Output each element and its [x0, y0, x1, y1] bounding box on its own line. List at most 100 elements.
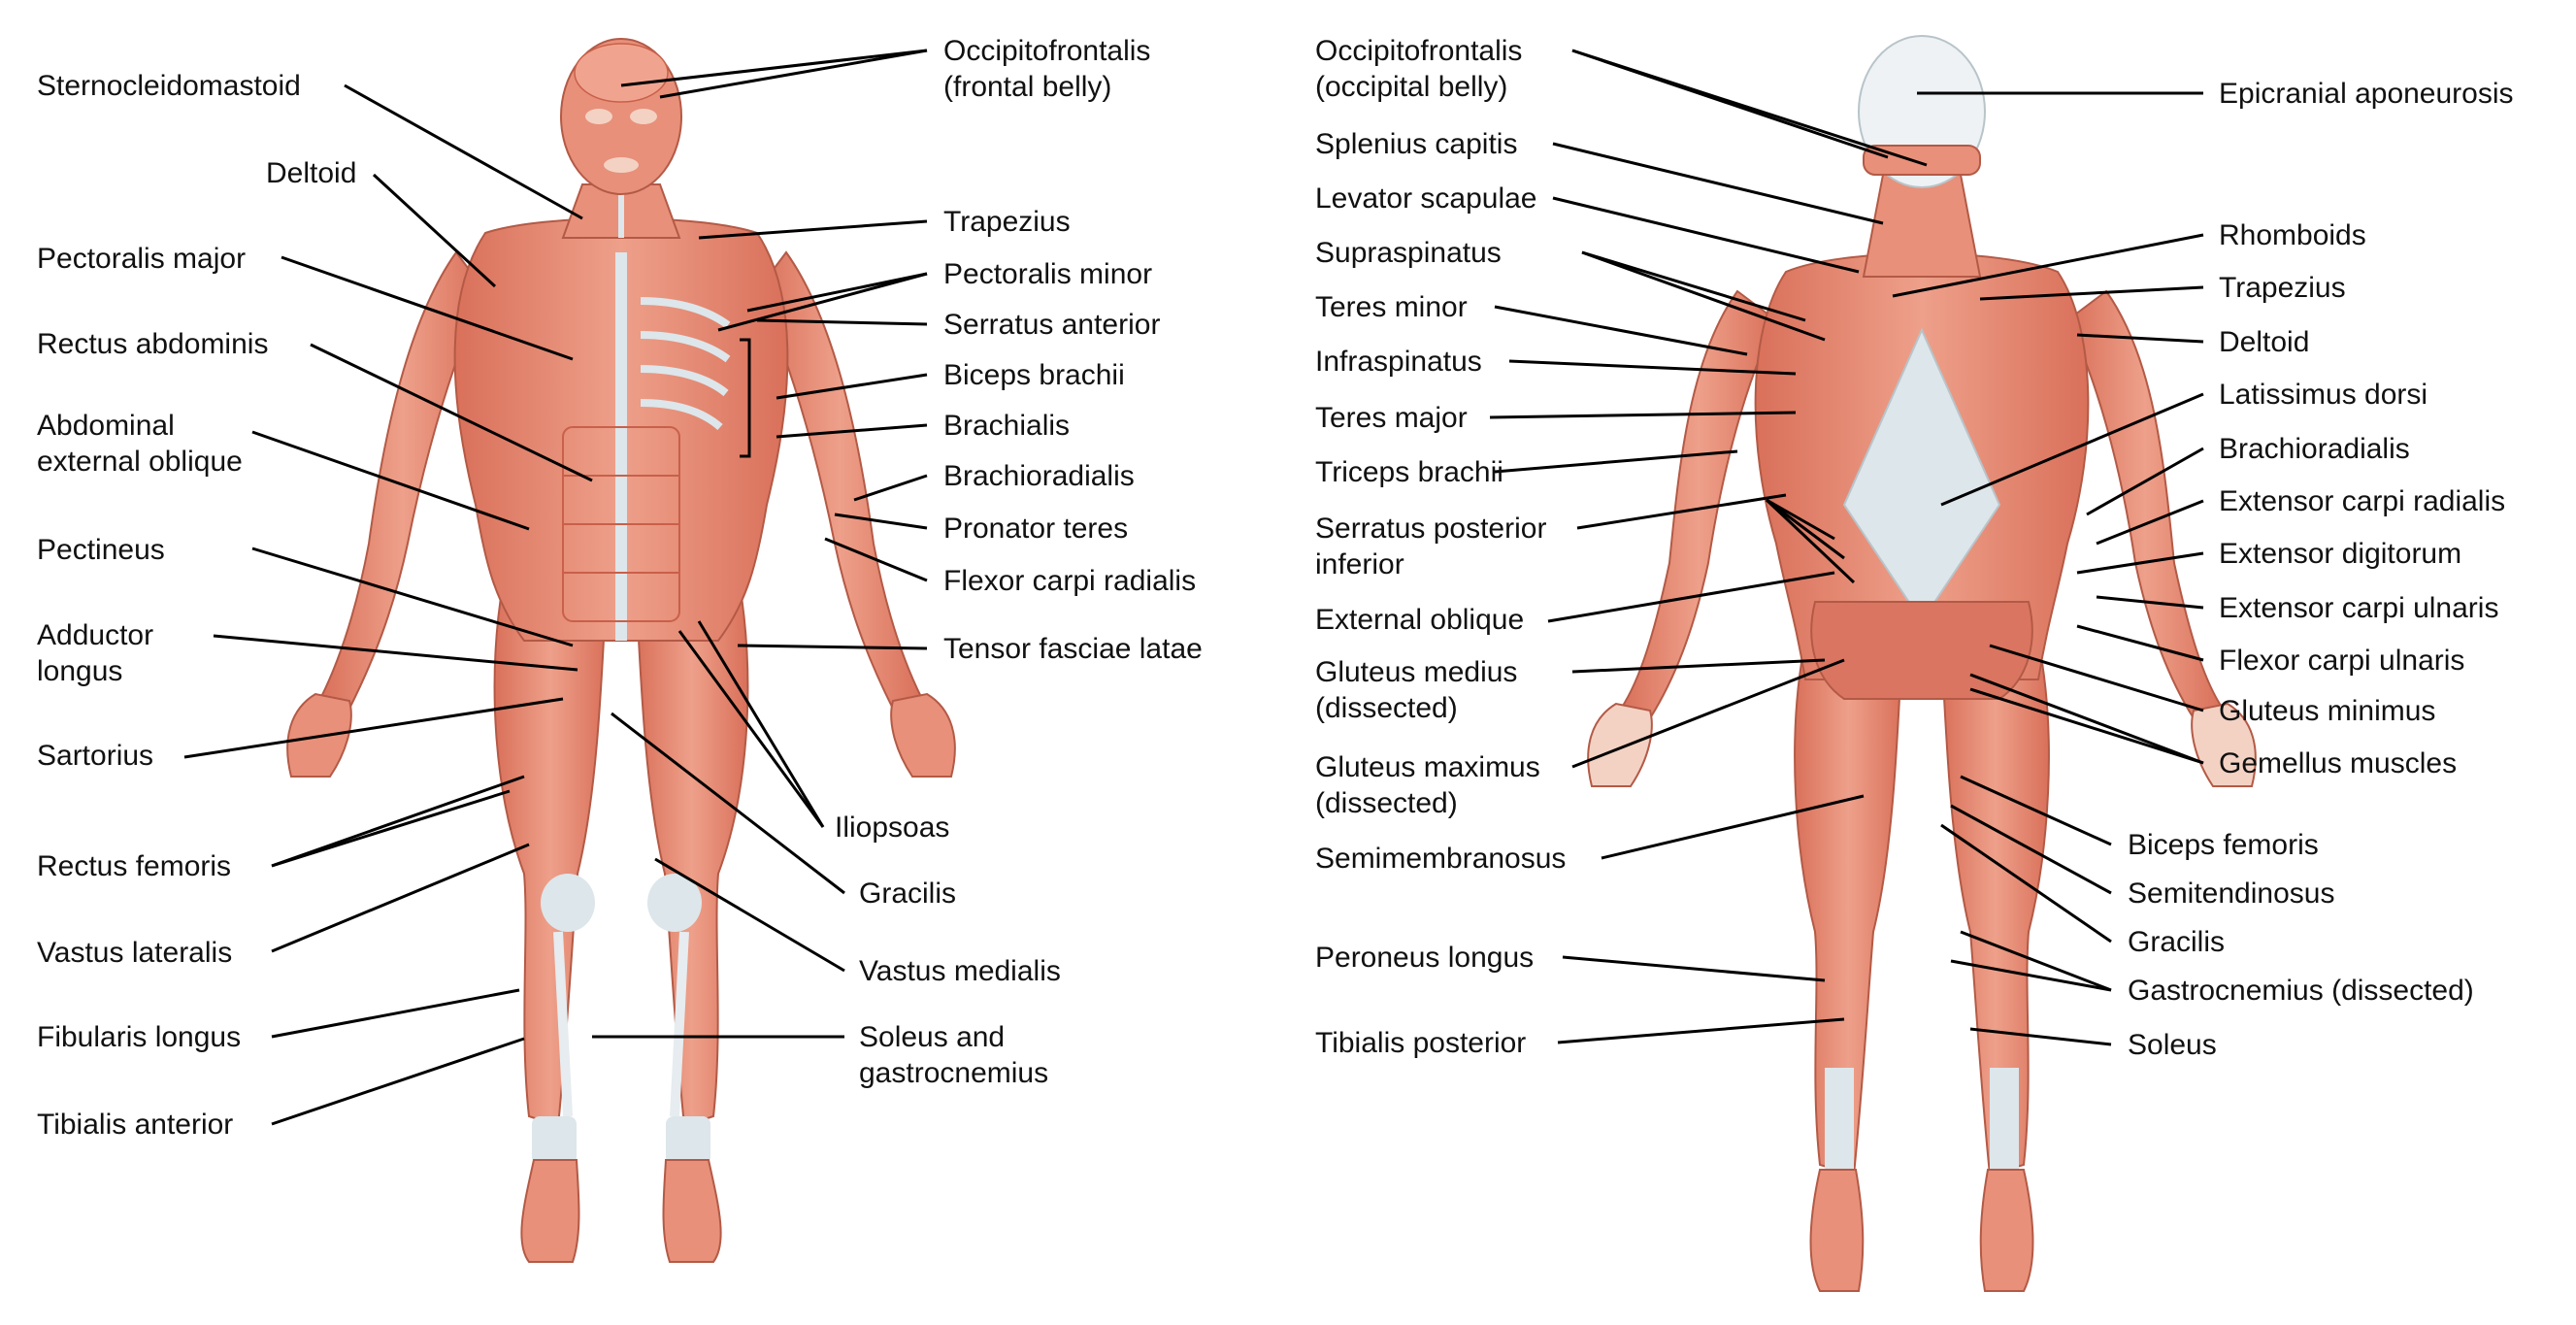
leader-line	[1581, 250, 1806, 322]
label-biceps-brachii: Biceps brachii	[943, 359, 1125, 391]
leader-line	[271, 988, 520, 1039]
leader-line	[1552, 142, 1884, 225]
label-occipitofrontalis-frontal: Occipitofrontalis (frontal belly)	[943, 35, 1151, 103]
label-gluteus-minimus: Gluteus minimus	[2219, 695, 2436, 727]
label-soleus-and-gastrocnemius: Soleus and gastrocnemius	[859, 1021, 1049, 1089]
label-trapezius-posterior: Trapezius	[2219, 272, 2346, 304]
label-teres-major: Teres major	[1315, 402, 1468, 434]
label-extensor-carpi-ulnaris: Extensor carpi ulnaris	[2219, 592, 2499, 624]
label-rectus-abdominis: Rectus abdominis	[37, 328, 269, 360]
leader-line	[1950, 804, 2112, 895]
leader-line	[611, 712, 845, 895]
label-flexor-carpi-radialis: Flexor carpi radialis	[943, 565, 1197, 597]
leader-line	[1960, 930, 2112, 992]
leader-line	[1969, 673, 2204, 765]
leader-line	[756, 318, 928, 326]
label-vastus-medialis: Vastus medialis	[859, 955, 1061, 987]
leader-line	[1940, 823, 2112, 944]
posterior-body-figure	[1587, 35, 2257, 1292]
leader-line	[271, 843, 530, 953]
leader-line	[183, 697, 564, 759]
leader-line	[834, 513, 928, 530]
leader-line	[697, 620, 825, 828]
leader-line	[659, 49, 928, 99]
leader-line	[1494, 305, 1748, 356]
label-semimembranosus: Semimembranosus	[1315, 843, 1567, 875]
label-tensor-fasciae-latae: Tensor fasciae latae	[943, 633, 1203, 665]
label-deltoid: Deltoid	[266, 157, 357, 189]
label-epicranial-aponeurosis: Epicranial aponeurosis	[2219, 78, 2514, 110]
label-pectoralis-major: Pectoralis major	[37, 243, 247, 275]
label-pectoralis-minor: Pectoralis minor	[943, 258, 1153, 290]
label-pectineus: Pectineus	[37, 534, 165, 566]
leader-lines	[183, 49, 2204, 1126]
label-peroneus-longus: Peroneus longus	[1315, 942, 1535, 974]
leader-line	[2096, 499, 2204, 546]
leader-line	[344, 83, 583, 220]
leader-line	[1557, 1017, 1845, 1044]
leader-line	[746, 272, 928, 313]
leader-line	[1547, 571, 1835, 623]
leader-line	[310, 343, 593, 482]
label-levator-scapulae: Levator scapulae	[1315, 182, 1537, 215]
leader-line	[1601, 794, 1865, 860]
label-extensor-digitorum: Extensor digitorum	[2219, 538, 2462, 570]
label-gastrocnemius-dissected: Gastrocnemius (dissected)	[2128, 975, 2474, 1007]
leader-line	[1960, 775, 2112, 846]
leader-line	[1989, 644, 2204, 712]
leader-line	[824, 537, 928, 582]
label-brachioradialis-posterior: Brachioradialis	[2219, 433, 2410, 465]
leader-line	[1766, 498, 1845, 560]
label-sartorius: Sartorius	[37, 740, 154, 772]
label-flexor-carpi-ulnaris: Flexor carpi ulnaris	[2219, 645, 2465, 677]
label-vastus-lateralis: Vastus lateralis	[37, 937, 233, 969]
label-gluteus-medius: Gluteus medius (dissected)	[1315, 656, 1518, 724]
leader-line	[620, 49, 928, 87]
label-trapezius-anterior: Trapezius	[943, 206, 1071, 238]
label-triceps-brachii: Triceps brachii	[1315, 456, 1503, 488]
label-soleus: Soleus	[2128, 1029, 2217, 1061]
label-iliopsoas: Iliopsoas	[835, 812, 950, 844]
label-semitendinosus: Semitendinosus	[2128, 878, 2335, 910]
leader-line	[213, 634, 578, 672]
label-tibialis-posterior: Tibialis posterior	[1315, 1027, 1527, 1059]
leader-line	[2096, 595, 2204, 610]
label-occipitofrontalis-occipital: Occipitofrontalis (occipital belly)	[1315, 35, 1523, 103]
leader-line	[1494, 449, 1738, 474]
leader-line	[2086, 447, 2204, 516]
label-biceps-femoris: Biceps femoris	[2128, 829, 2319, 861]
leader-line	[1940, 392, 2204, 507]
leader-line	[776, 423, 928, 439]
label-adductor-longus: Adductor longus	[37, 619, 154, 687]
leader-line	[1766, 498, 1835, 541]
label-serratus-anterior: Serratus anterior	[943, 309, 1161, 341]
label-teres-minor: Teres minor	[1315, 291, 1468, 323]
leader-line	[271, 775, 525, 868]
leader-line	[1489, 411, 1797, 419]
leader-line	[271, 789, 511, 868]
label-serratus-posterior-inferior: Serratus posterior inferior	[1315, 513, 1547, 580]
label-gluteus-maximus: Gluteus maximus (dissected)	[1315, 751, 1540, 819]
label-deltoid-posterior: Deltoid	[2219, 326, 2310, 358]
label-tibialis-anterior: Tibialis anterior	[37, 1109, 234, 1141]
label-extensor-carpi-radialis: Extensor carpi radialis	[2219, 485, 2506, 517]
label-infraspinatus: Infraspinatus	[1315, 346, 1482, 378]
leader-line	[776, 373, 928, 400]
leader-line	[271, 1037, 525, 1126]
leader-line	[1969, 1027, 2112, 1046]
leader-line	[1581, 250, 1826, 342]
leader-line	[1571, 658, 1845, 769]
leader-line	[2076, 551, 2204, 575]
anterior-body-figure	[286, 38, 956, 1263]
leader-line	[1892, 233, 2204, 298]
leader-line	[853, 474, 928, 502]
label-rectus-femoris: Rectus femoris	[37, 850, 232, 882]
label-sternocleidomastoid: Sternocleidomastoid	[37, 70, 301, 102]
label-fibularis-longus: Fibularis longus	[37, 1021, 242, 1053]
leader-line	[372, 173, 497, 288]
leader-line	[2076, 624, 2204, 662]
leader-line	[1508, 359, 1797, 376]
leader-line	[251, 430, 530, 531]
